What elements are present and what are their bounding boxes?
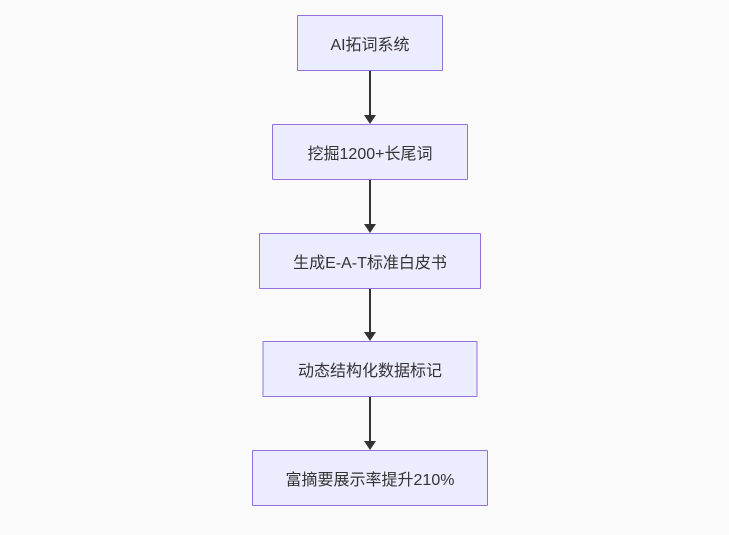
node-label: AI拓词系统 bbox=[330, 37, 410, 54]
arrowhead-down-icon bbox=[364, 332, 376, 341]
arrow-connector bbox=[364, 397, 376, 450]
arrow-connector bbox=[364, 180, 376, 233]
arrow-line bbox=[369, 397, 371, 441]
arrowhead-down-icon bbox=[364, 441, 376, 450]
flowchart-node-rich-snippet-rate: 富摘要展示率提升210% bbox=[252, 450, 488, 506]
node-label: 挖掘1200+长尾词 bbox=[307, 146, 433, 163]
node-label: 富摘要展示率提升210% bbox=[285, 472, 455, 489]
node-label: 动态结构化数据标记 bbox=[297, 363, 442, 380]
arrowhead-down-icon bbox=[364, 115, 376, 124]
arrow-line bbox=[369, 289, 371, 332]
flowchart-node-ai-word-expansion: AI拓词系统 bbox=[297, 15, 443, 71]
arrow-connector bbox=[364, 71, 376, 124]
node-label: 生成E-A-T标准白皮书 bbox=[293, 255, 447, 272]
arrow-connector bbox=[364, 289, 376, 341]
arrowhead-down-icon bbox=[364, 224, 376, 233]
flowchart-node-structured-data-markup: 动态结构化数据标记 bbox=[262, 341, 478, 397]
arrow-line bbox=[369, 180, 371, 224]
arrow-line bbox=[369, 71, 371, 115]
flowchart-node-eat-whitepaper: 生成E-A-T标准白皮书 bbox=[259, 233, 481, 289]
flowchart-node-longtail-mining: 挖掘1200+长尾词 bbox=[272, 124, 468, 180]
